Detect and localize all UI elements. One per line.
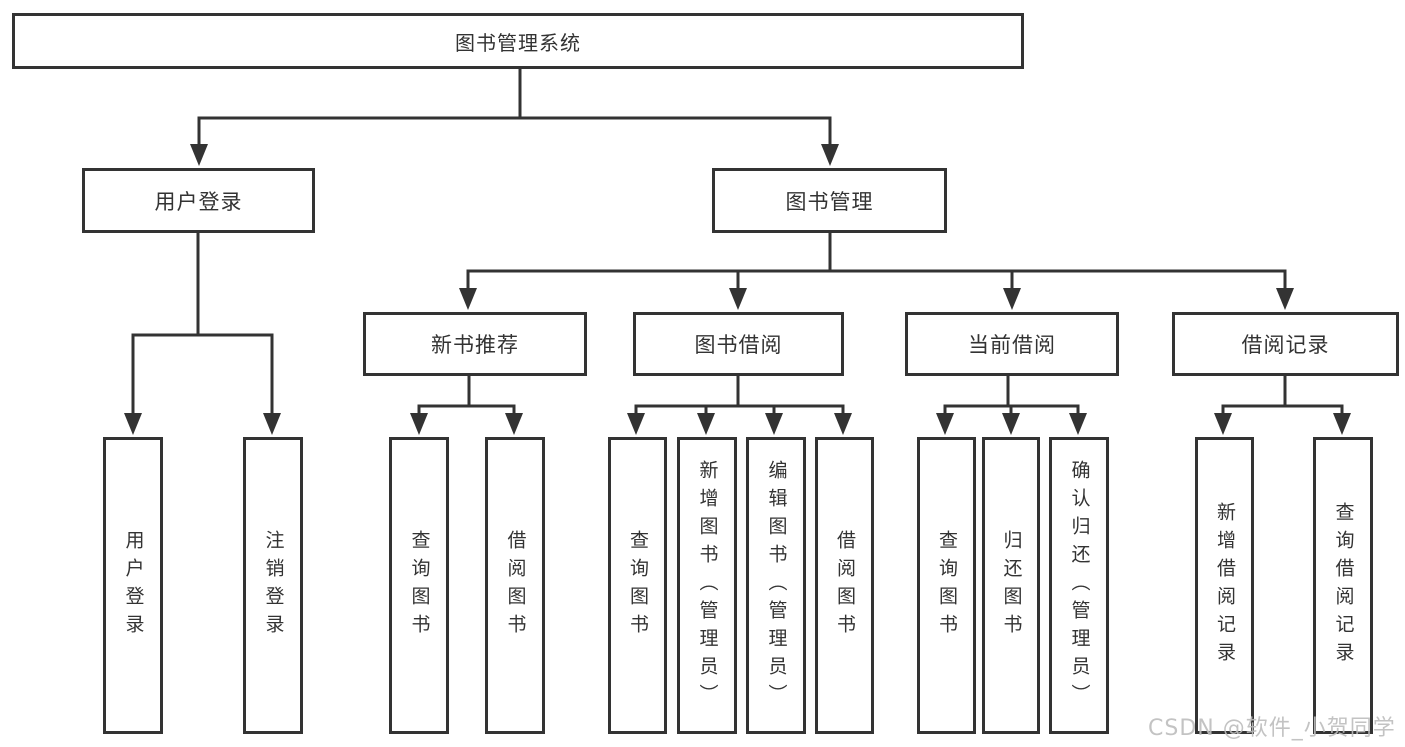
node-current-borrow: 当前借阅: [905, 312, 1119, 376]
node-current-borrow-label: 当前借阅: [968, 333, 1056, 357]
leaf-add-borrow-record-label: 新增借阅记录: [1214, 501, 1236, 670]
leaf-edit-book-admin-label: 编辑图书（管理员）: [765, 459, 788, 712]
leaf-recommend-borrow-books-label: 借阅图书: [504, 529, 527, 642]
node-book-management-label: 图书管理: [785, 189, 874, 214]
connector-book-management-split: [459, 231, 1294, 310]
leaf-borrow-query-books-label: 查询图书: [627, 529, 649, 642]
connector-current-borrow-split: [936, 374, 1087, 435]
leaf-borrow-books-label: 借阅图书: [834, 529, 856, 642]
leaf-user-login-label: 用户登录: [122, 529, 145, 642]
node-new-book-recommend-label: 新书推荐: [431, 333, 519, 357]
leaf-borrow-query-books: 查询图书: [608, 437, 667, 734]
node-user-login: 用户登录: [82, 168, 315, 233]
leaf-add-book-admin-label: 新增图书（管理员）: [696, 459, 719, 712]
leaf-query-borrow-record-label: 查询借阅记录: [1332, 501, 1355, 670]
leaf-current-query-books-label: 查询图书: [936, 529, 958, 642]
leaf-borrow-books: 借阅图书: [815, 437, 874, 734]
node-book-borrow: 图书借阅: [633, 312, 844, 376]
leaf-recommend-query-books: 查询图书: [389, 437, 449, 734]
leaf-return-books: 归还图书: [982, 437, 1040, 734]
leaf-confirm-return-admin-label: 确认归还（管理员）: [1068, 459, 1091, 712]
leaf-user-login: 用户登录: [103, 437, 163, 734]
watermark: CSDN @软件_小贺同学: [1148, 716, 1396, 741]
leaf-recommend-query-books-label: 查询图书: [408, 529, 431, 642]
connector-borrow-records-split: [1214, 374, 1351, 435]
connector-new-book-split: [410, 374, 523, 435]
leaf-return-books-label: 归还图书: [1000, 529, 1023, 642]
leaf-recommend-borrow-books: 借阅图书: [485, 437, 545, 734]
leaf-query-borrow-record: 查询借阅记录: [1313, 437, 1373, 734]
leaf-add-borrow-record: 新增借阅记录: [1195, 437, 1254, 734]
node-book-borrow-label: 图书借阅: [694, 333, 783, 357]
leaf-add-book-admin: 新增图书（管理员）: [677, 437, 737, 734]
connector-book-borrow-split: [627, 374, 852, 435]
connector-root-split: [190, 67, 839, 166]
node-root: 图书管理系统: [12, 13, 1024, 69]
leaf-logout: 注销登录: [243, 437, 303, 734]
node-root-label: 图书管理系统: [455, 30, 581, 55]
leaf-current-query-books: 查询图书: [917, 437, 976, 734]
node-new-book-recommend: 新书推荐: [363, 312, 587, 376]
leaf-confirm-return-admin: 确认归还（管理员）: [1049, 437, 1109, 734]
connector-user-login-split: [124, 231, 281, 435]
node-book-management: 图书管理: [712, 168, 947, 233]
leaf-edit-book-admin: 编辑图书（管理员）: [746, 437, 806, 734]
node-borrow-records: 借阅记录: [1172, 312, 1399, 376]
node-borrow-records-label: 借阅记录: [1241, 333, 1330, 357]
leaf-logout-label: 注销登录: [262, 529, 285, 642]
node-user-login-label: 用户登录: [154, 189, 243, 214]
